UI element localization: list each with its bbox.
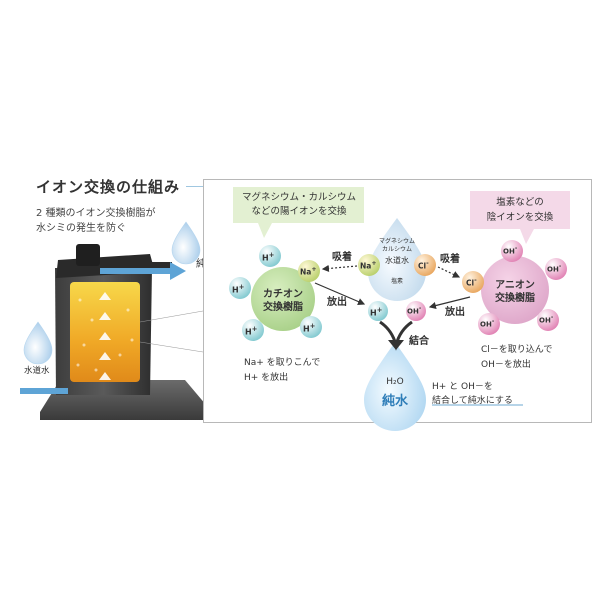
tap-drop-mineral-1: マグネシウム	[378, 238, 415, 245]
ion-h-1	[259, 245, 281, 267]
anion-note-line-2: OH－を放出	[481, 360, 531, 370]
anion-note-line-1: Cl－を取り込んで	[481, 345, 553, 355]
tap-drop-mineral-2: カルシウム	[381, 246, 412, 253]
release-left-label: 放出	[327, 297, 347, 308]
combine-arrow-head	[388, 340, 404, 350]
ion-oh-3	[537, 309, 559, 331]
ion-oh-2-label: OH-	[547, 264, 562, 274]
ion-h-2	[229, 277, 251, 299]
anion-resin-line-2: 交換樹脂	[495, 293, 535, 304]
page-title: イオン交換の仕組み	[36, 178, 181, 196]
ion-na-1	[298, 260, 320, 282]
tap-drop-label: 水道水	[385, 256, 409, 265]
ion-oh-3-label: OH-	[539, 315, 554, 325]
cation-resin-line-2: 交換樹脂	[263, 302, 303, 313]
anion-callout-line-2: 陰イオンを交換	[486, 212, 554, 223]
ion-oh-1	[501, 240, 523, 262]
anion-callout-text: 塩素などの 陰イオンを交換	[472, 195, 568, 225]
combine-note-line-2: 結合して純水にする	[432, 396, 513, 406]
anion-callout-tail	[520, 229, 534, 244]
release-right-label: 放出	[445, 307, 465, 318]
tap-drop-chlorine-label: 塩素	[390, 278, 403, 285]
ion-cl-1	[414, 254, 436, 276]
ion-h-1-label: H+	[262, 251, 275, 263]
device-knob	[76, 244, 100, 266]
ion-na-2-label: Na+	[360, 260, 377, 271]
tap-water-label: 水道水	[24, 366, 50, 376]
ion-h-2-label: H+	[232, 283, 245, 295]
combine-label: 結合	[409, 336, 429, 347]
h2o-formula: H₂O	[386, 377, 404, 387]
callout-line-bottom	[139, 341, 204, 353]
release-arrow-left	[314, 282, 366, 305]
ion-h-released-label: H+	[370, 306, 383, 318]
cation-note: Na+ を取りこんで H+ を放出	[244, 356, 320, 386]
anion-callout-line-1: 塩素などの	[496, 197, 544, 208]
ion-h-4	[300, 316, 322, 338]
cation-callout-tail	[258, 223, 272, 238]
cation-resin-ball	[251, 267, 315, 331]
adsorb-arrow-left	[321, 264, 358, 273]
adsorb-arrow-right	[437, 266, 461, 278]
release-arrow-right	[428, 296, 471, 310]
pure-water-h2o-drop	[364, 342, 426, 431]
ion-oh-4-label: OH-	[480, 319, 495, 329]
ion-na-1-label: Na+	[300, 266, 317, 277]
tap-water-drop-icon	[23, 321, 53, 365]
ion-cl-2-label: Cl-	[466, 277, 477, 288]
ion-na-2	[358, 254, 380, 276]
inlet-pipe	[20, 388, 68, 394]
anion-resin-line-1: アニオン	[495, 280, 535, 291]
combine-note-line-1: H+ と OH－を	[432, 382, 493, 392]
subtitle-line-2: 水シミの発生を防ぐ	[36, 223, 126, 234]
ion-h-3	[242, 319, 264, 341]
ion-cl-2	[462, 271, 484, 293]
outlet-pipe	[100, 268, 170, 274]
combine-note: H+ と OH－を 結合して純水にする	[432, 380, 513, 408]
tap-drop-minerals: マグネシウム カルシウム	[368, 238, 426, 254]
adsorb-right-label: 吸着	[440, 254, 460, 265]
ion-oh-released	[406, 301, 426, 321]
ion-h-released	[368, 301, 388, 321]
cation-callout-line-2: などの陽イオンを交換	[251, 206, 347, 217]
cation-callout-line-1: マグネシウム・カルシウム	[241, 192, 356, 203]
ion-h-3-label: H+	[245, 325, 258, 337]
anion-note: Cl－を取り込んで OH－を放出	[481, 343, 552, 373]
resin-bubbles	[76, 298, 134, 372]
anion-resin-ball	[481, 256, 549, 324]
cation-resin-label: カチオン 交換樹脂	[253, 288, 313, 314]
ion-oh-1-label: OH-	[503, 246, 518, 256]
sparkle-icons	[398, 331, 426, 356]
cation-callout-box	[233, 187, 364, 223]
anion-callout-box	[470, 191, 570, 229]
ion-oh-2	[545, 258, 567, 280]
subtitle: 2 種類のイオン交換樹脂が 水シミの発生を防ぐ	[36, 206, 156, 236]
internal-flow-arrows	[99, 292, 111, 380]
ion-oh-released-label: OH-	[407, 306, 422, 316]
subtitle-line-1: 2 種類のイオン交換樹脂が	[36, 208, 156, 219]
ion-cl-1-label: Cl-	[418, 260, 429, 271]
cation-callout-text: マグネシウム・カルシウム などの陽イオンを交換	[236, 191, 362, 219]
callout-line-top	[139, 310, 204, 323]
cation-note-line-1: Na+ を取りこんで	[244, 358, 321, 368]
ion-oh-4	[478, 313, 500, 335]
h2o-pure-water-label: 純水	[381, 394, 408, 409]
pure-water-drop-icon	[171, 221, 201, 265]
tap-water-drop-center	[368, 218, 426, 301]
cation-note-line-2: H+ を放出	[244, 373, 289, 383]
ion-h-4-label: H+	[303, 322, 316, 334]
cation-resin-line-1: カチオン	[263, 289, 303, 300]
adsorb-left-label: 吸着	[332, 252, 352, 263]
anion-resin-label: アニオン 交換樹脂	[485, 279, 545, 305]
outlet-arrow	[170, 262, 186, 280]
